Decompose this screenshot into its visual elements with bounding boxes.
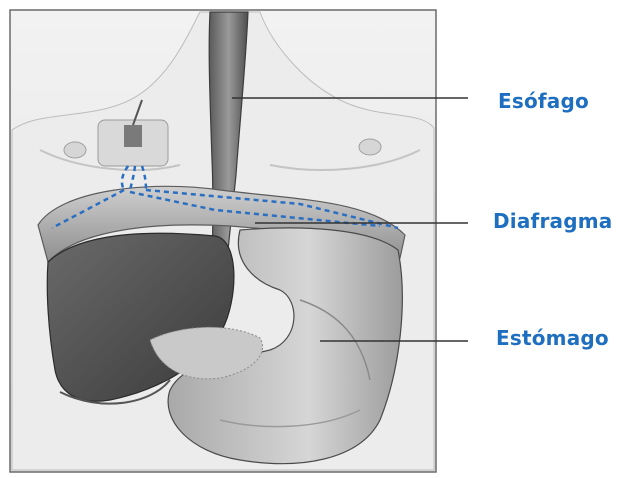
electrode-connector: [124, 125, 142, 147]
label-estomago: Estómago: [496, 326, 609, 350]
nipple-right: [359, 139, 381, 155]
label-esofago: Esófago: [498, 89, 589, 113]
nipple-left: [64, 142, 86, 158]
label-diafragma: Diafragma: [493, 209, 612, 233]
